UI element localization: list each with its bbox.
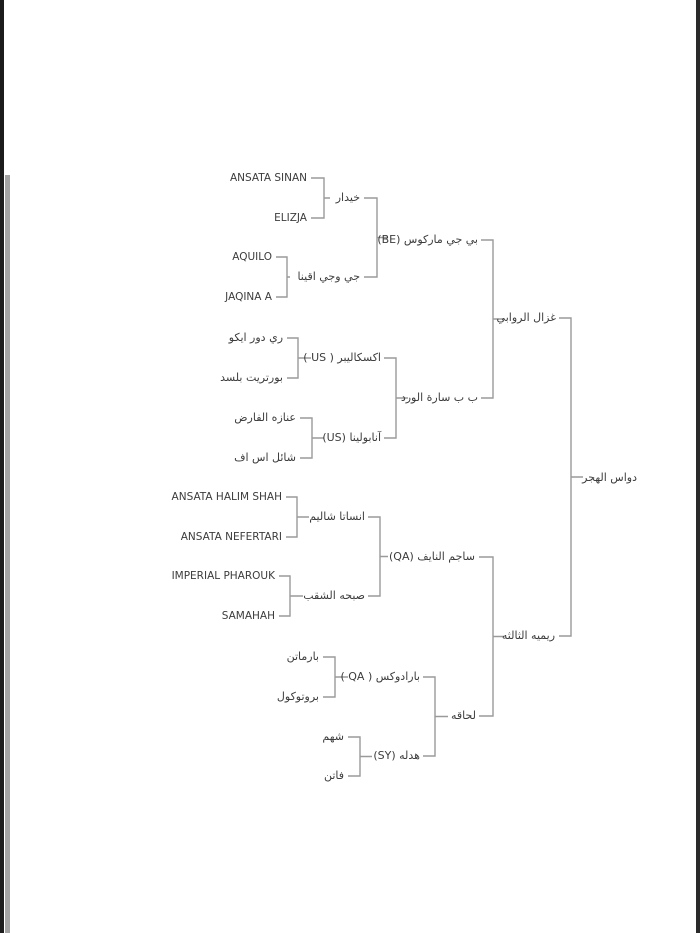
g3-8: هدله (SY) xyxy=(373,749,420,762)
g4-4: JAQINA A xyxy=(225,291,272,303)
g4-2: ELIZJA xyxy=(274,212,307,224)
g4-6: بورتريت بلسد xyxy=(220,371,283,384)
pedigree-bracket xyxy=(559,317,583,637)
g4-8: شائل اس اف xyxy=(234,451,296,464)
sire-dam: ب ب سارة الورد xyxy=(400,391,478,404)
g4-9: ANSATA HALIM SHAH xyxy=(171,491,282,503)
g3-1: خيدار xyxy=(335,191,360,204)
pedigree-bracket xyxy=(311,177,330,219)
dam-sire: ساجم النايف (QA) xyxy=(389,550,475,563)
subject-horse: دواس الهجر xyxy=(582,471,637,484)
pedigree-bracket xyxy=(300,417,324,459)
g4-14: بروتوكول xyxy=(276,690,319,703)
g4-1: ANSATA SINAN xyxy=(229,172,307,184)
g4-3: AQUILO xyxy=(232,251,272,263)
g4-16: فاتن xyxy=(323,769,344,782)
pedigree-bracket xyxy=(384,357,408,439)
pedigree-bracket xyxy=(368,516,388,597)
pedigree-bracket xyxy=(479,556,504,717)
g4-12: SAMAHAH xyxy=(221,610,275,622)
g3-3: اكسكاليبر ( US ) xyxy=(303,351,381,364)
g4-5: ري دور ايكو xyxy=(228,331,283,344)
pedigree-bracket xyxy=(287,337,311,379)
g3-6: صبحه الشقب xyxy=(303,589,365,602)
g4-7: عنازه الفارض xyxy=(234,411,296,424)
g4-10: ANSATA NEFERTARI xyxy=(180,531,282,543)
g3-5: انساتا شاليم xyxy=(309,510,365,523)
window-edge-right xyxy=(696,0,700,933)
g3-4: آنابولينا (US) xyxy=(322,431,381,444)
scrollbar[interactable] xyxy=(5,175,10,933)
g4-11: IMPERIAL PHAROUK xyxy=(171,570,275,582)
pedigree-bracket xyxy=(279,575,303,617)
g4-13: بارماتن xyxy=(286,650,319,663)
dam: ريميه الثالثه xyxy=(501,629,555,642)
pedigree-bracket xyxy=(286,496,309,538)
pedigree-bracket xyxy=(481,239,504,399)
dam-dam: لحاقه xyxy=(451,709,476,722)
g4-15: شهم xyxy=(322,730,344,743)
pedigree-bracket xyxy=(348,736,372,777)
sire: غزال الروابي xyxy=(496,311,556,324)
pedigree-bracket xyxy=(276,256,290,298)
pedigree-bracket xyxy=(323,656,348,698)
sire-sire: بي جي ماركوس (BE) xyxy=(377,233,478,246)
g3-2: جي وجي اقينا xyxy=(297,270,360,283)
g3-7: بارادوكس ( QA ) xyxy=(340,670,420,683)
pedigree-bracket xyxy=(364,197,388,278)
window-edge xyxy=(0,0,4,933)
pedigree-bracket xyxy=(423,676,448,757)
